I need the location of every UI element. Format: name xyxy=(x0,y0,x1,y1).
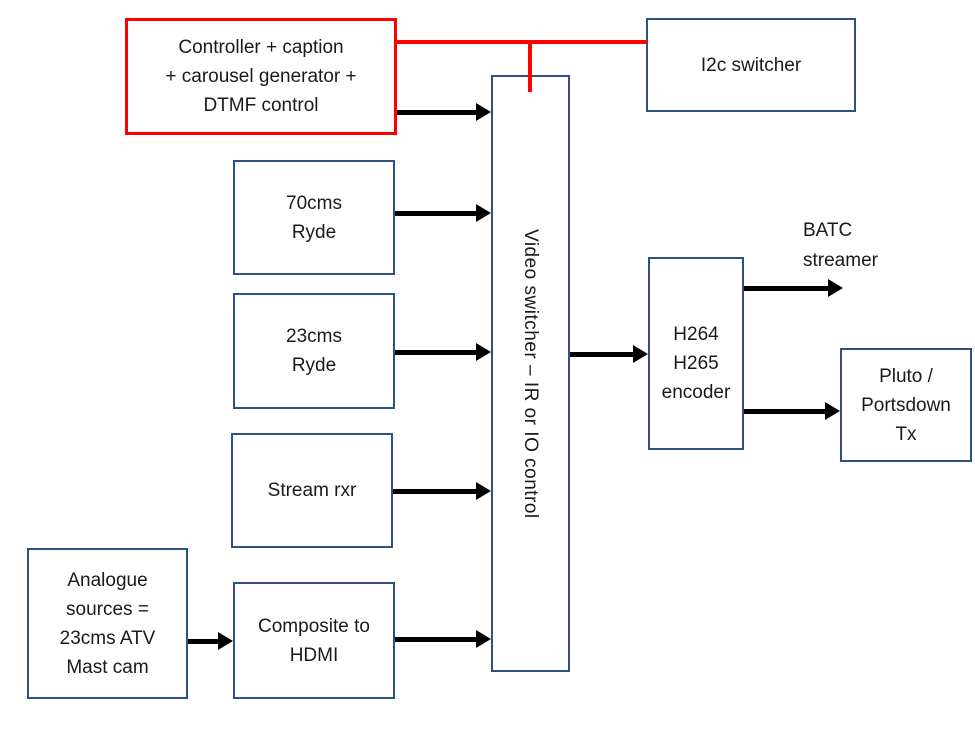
arrow-23cms-to-switcher xyxy=(395,343,491,361)
arrow-controller-to-switcher xyxy=(397,103,491,121)
arrow-head-icon xyxy=(476,204,491,222)
arrow-shaft xyxy=(395,210,480,216)
arrow-head-icon xyxy=(476,343,491,361)
arrow-shaft xyxy=(188,638,222,644)
controller-box: Controller + caption + carousel generato… xyxy=(125,18,397,135)
video-switcher-box: Video switcher – IR or IO control xyxy=(491,75,570,672)
arrow-shaft xyxy=(744,408,829,414)
arrow-head-icon xyxy=(476,630,491,648)
arrow-head-icon xyxy=(476,103,491,121)
arrow-analogue-to-composite xyxy=(188,632,233,650)
arrow-head-icon xyxy=(828,279,843,297)
arrow-head-icon xyxy=(476,482,491,500)
arrow-encoder-to-batc xyxy=(744,279,843,297)
arrow-stream-to-switcher xyxy=(393,482,491,500)
encoder-label: H264 H265 encoder xyxy=(661,324,731,403)
analogue-sources-box: Analogue sources = 23cms ATV Mast cam xyxy=(27,548,188,699)
ryde-70cms-label: 70cms Ryde xyxy=(286,192,342,243)
ryde-23cms-label: 23cms Ryde xyxy=(286,326,342,376)
i2c-switcher-box: I2c switcher xyxy=(646,18,856,112)
i2c-bus-line-horizontal xyxy=(395,40,647,44)
stream-rxr-box: Stream rxr xyxy=(231,433,393,548)
analogue-sources-label: Analogue sources = 23cms ATV Mast cam xyxy=(59,569,156,678)
arrow-shaft xyxy=(393,488,480,494)
stream-rxr-label: Stream rxr xyxy=(267,480,357,501)
arrow-head-icon xyxy=(633,345,648,363)
arrow-shaft xyxy=(395,636,480,642)
video-switcher-label: Video switcher – IR or IO control xyxy=(520,228,541,519)
arrow-composite-to-switcher xyxy=(395,630,491,648)
arrow-70cms-to-switcher xyxy=(395,204,491,222)
i2c-bus-line-drop xyxy=(528,40,532,92)
pluto-portsdown-box: Pluto / Portsdown Tx xyxy=(840,348,972,462)
arrow-shaft xyxy=(744,285,832,291)
i2c-switcher-label: I2c switcher xyxy=(700,54,802,76)
arrow-head-icon xyxy=(825,402,840,420)
arrow-encoder-to-pluto xyxy=(744,402,840,420)
arrow-shaft xyxy=(397,109,480,115)
encoder-box: H264 H265 encoder xyxy=(648,257,744,450)
controller-label: Controller + caption + carousel generato… xyxy=(165,37,357,116)
ryde-70cms-box: 70cms Ryde xyxy=(233,160,395,275)
batc-streamer-label: BATC streamer xyxy=(803,220,878,271)
composite-to-hdmi-box: Composite to HDMI xyxy=(233,582,395,699)
arrow-shaft xyxy=(570,351,637,357)
pluto-portsdown-label: Pluto / Portsdown Tx xyxy=(861,365,951,445)
arrow-switcher-to-encoder xyxy=(570,345,648,363)
arrow-shaft xyxy=(395,349,480,355)
arrow-head-icon xyxy=(218,632,233,650)
composite-to-hdmi-label: Composite to HDMI xyxy=(258,615,370,666)
ryde-23cms-box: 23cms Ryde xyxy=(233,293,395,409)
